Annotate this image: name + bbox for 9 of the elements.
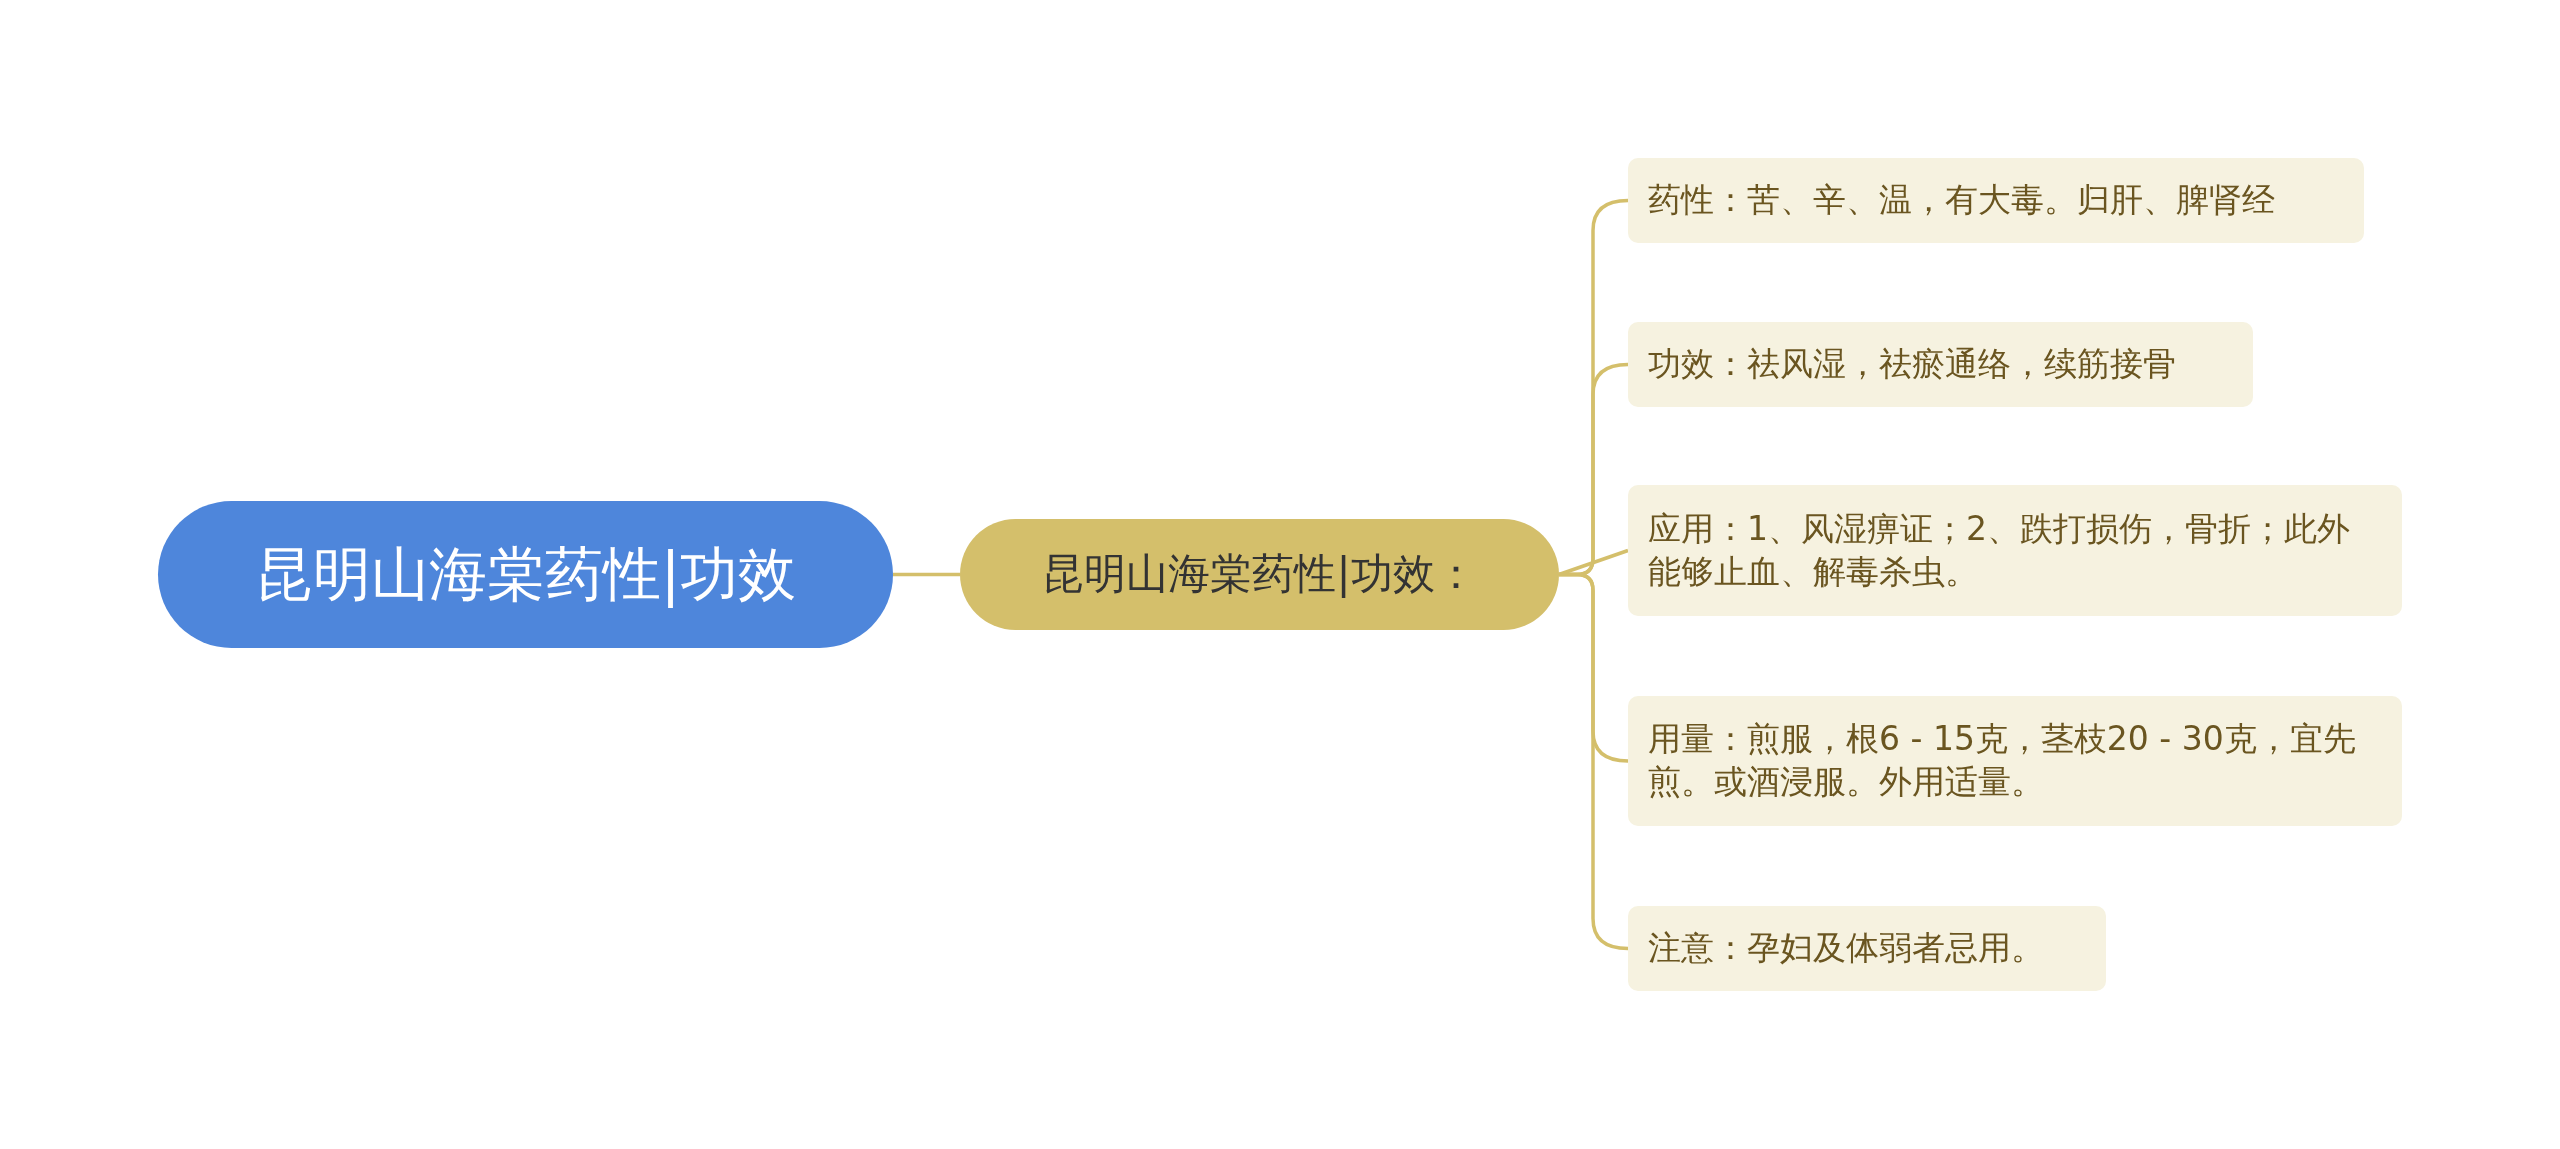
topic-bubble: 昆明山海棠药性|功效 [158, 501, 893, 648]
note-box: 应用：1、风湿痹证；2、跌打损伤，骨折；此外能够止血、解毒杀虫。 [1628, 485, 2402, 616]
note-box: 注意：孕妇及体弱者忌用。 [1628, 906, 2106, 991]
subtopic-bubble: 昆明山海棠药性|功效： [960, 519, 1559, 630]
note-box: 功效：祛风湿，祛瘀通络，续筋接骨 [1628, 322, 2253, 407]
connector-line [1559, 572, 1629, 951]
note-box: 药性：苦、辛、温，有大毒。归肝、脾肾经 [1628, 158, 2364, 243]
connector-line [893, 572, 960, 577]
note-box: 用量：煎服，根6 - 15克，茎枝20 - 30克，宜先煎。或酒浸服。外用适量。 [1628, 696, 2402, 826]
